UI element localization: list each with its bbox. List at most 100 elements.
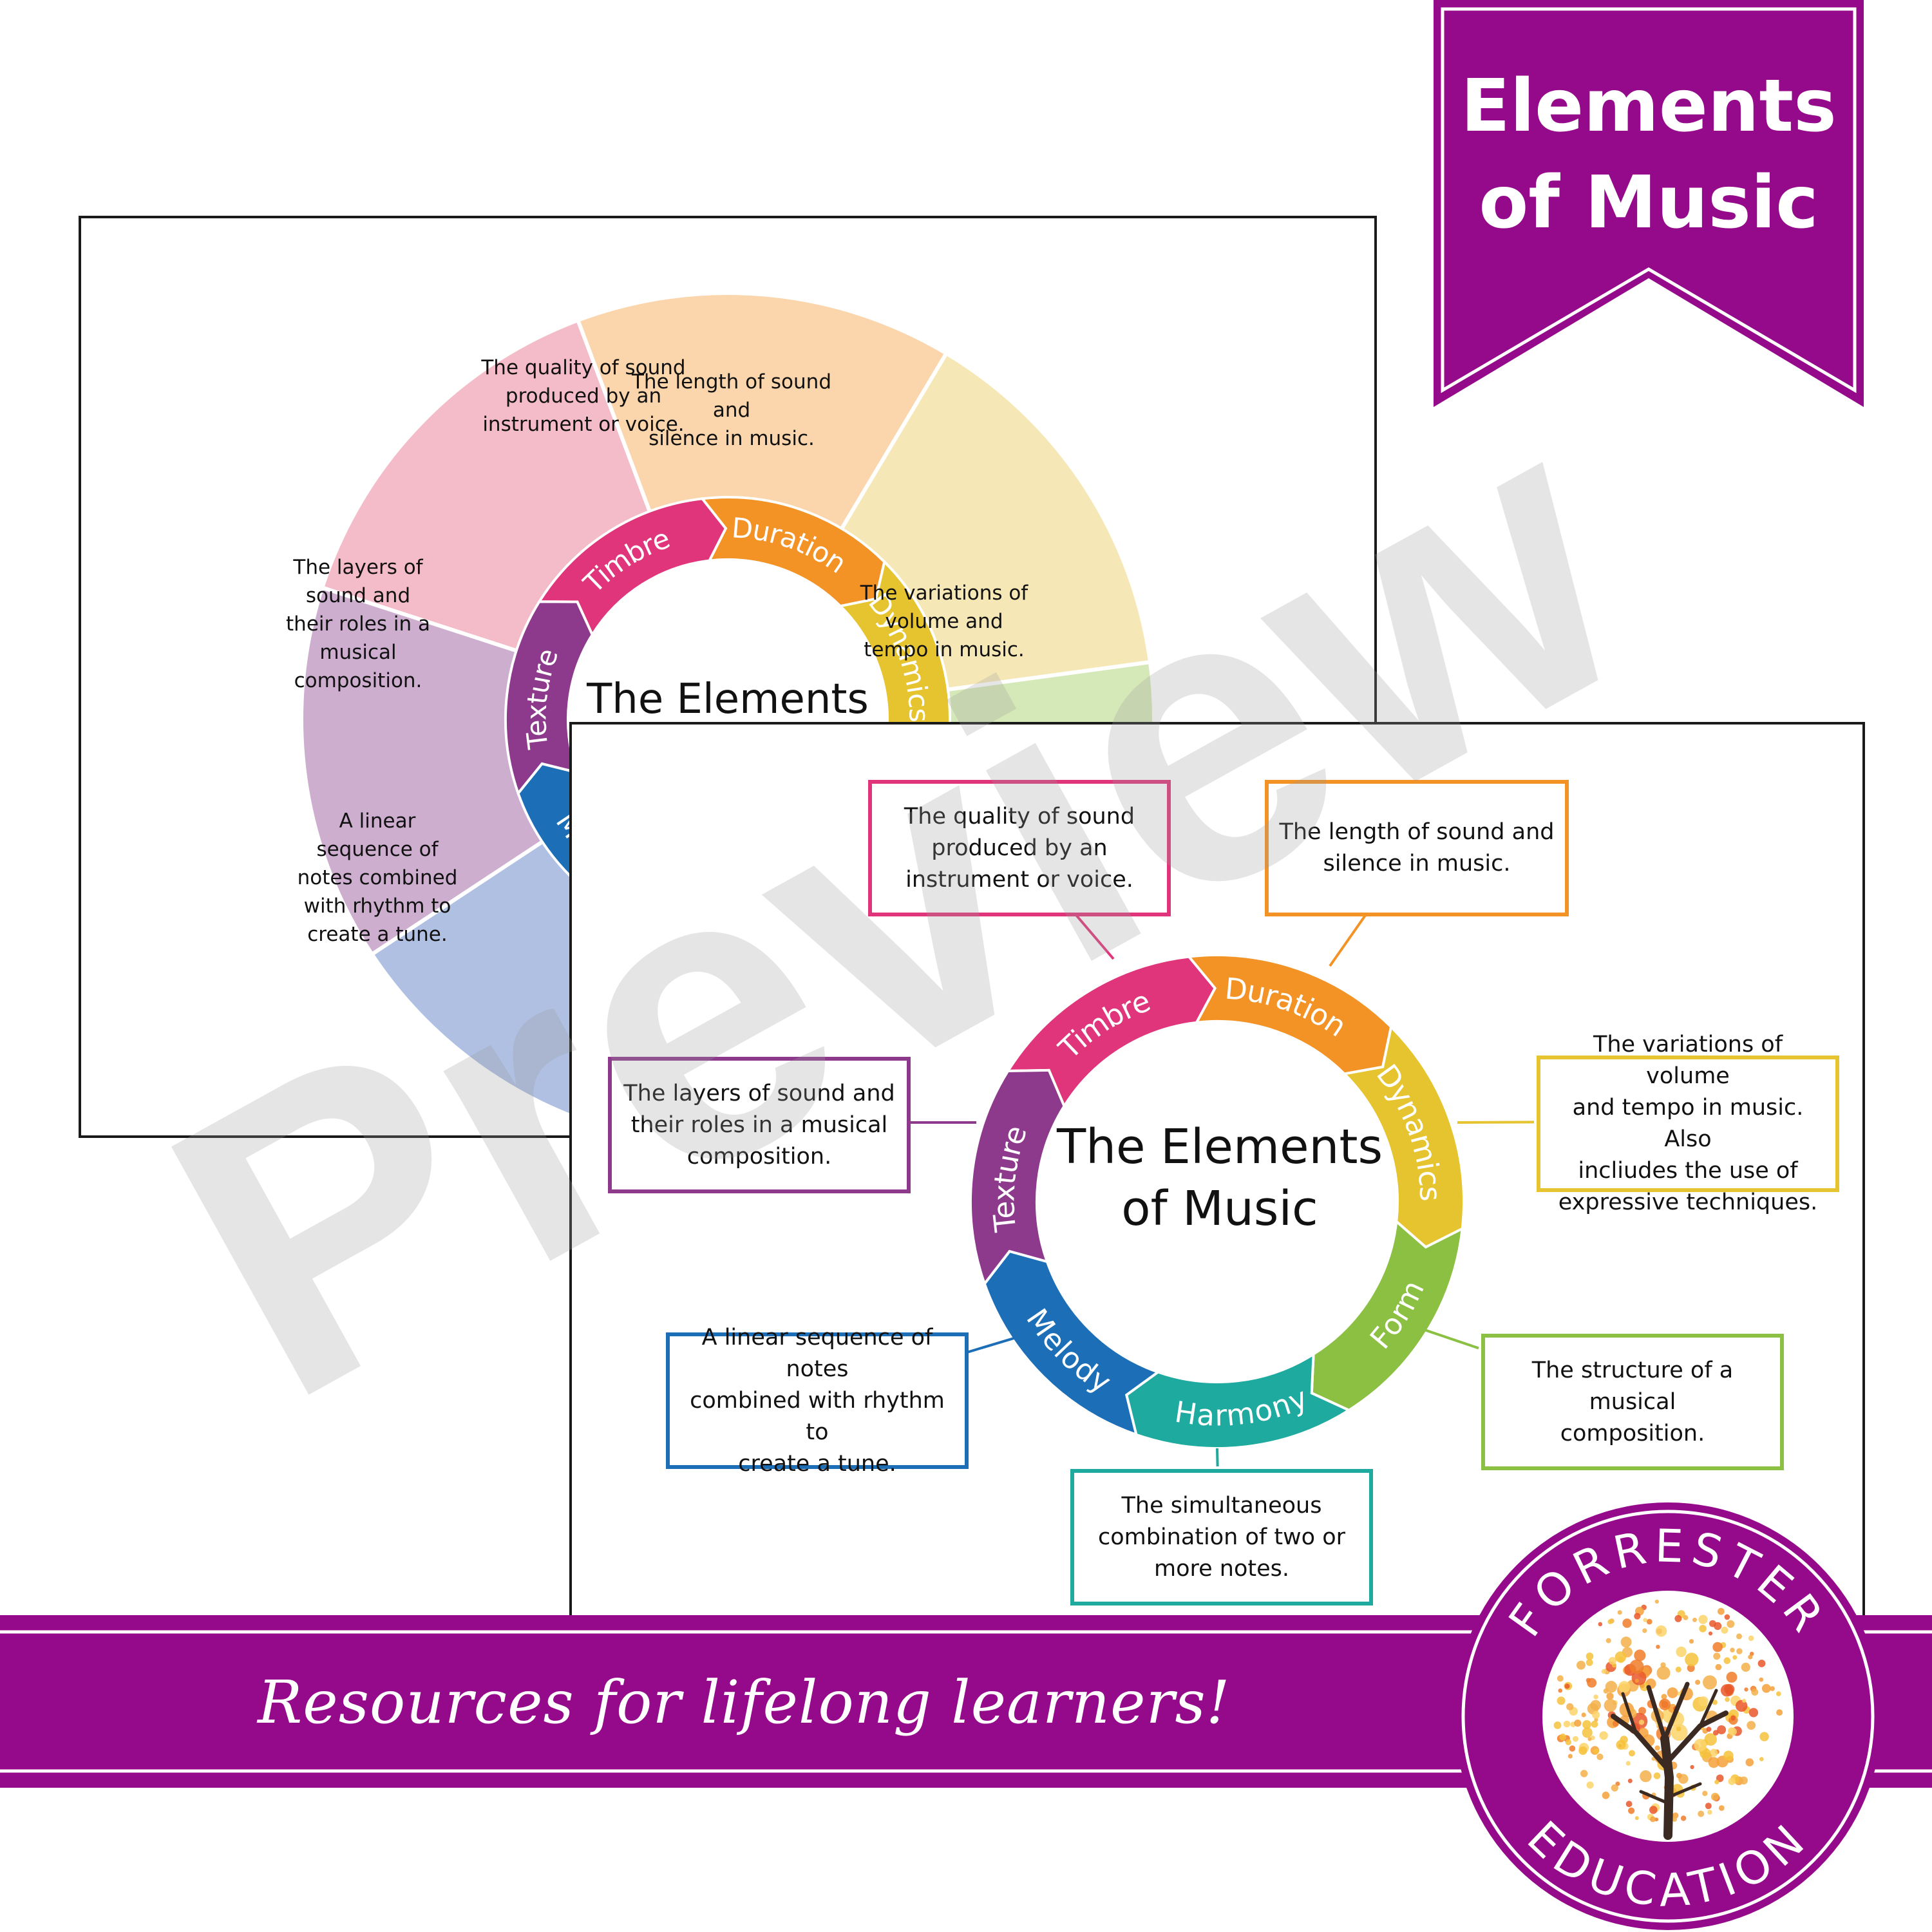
logo-dot bbox=[1629, 1723, 1640, 1734]
logo-dot bbox=[1656, 1726, 1671, 1741]
description-line: create a tune. bbox=[738, 1450, 896, 1477]
connector-form bbox=[1424, 1329, 1479, 1350]
logo-dot bbox=[1661, 1694, 1667, 1700]
logo-dot bbox=[1647, 1814, 1654, 1821]
back-description-line: musical bbox=[319, 641, 397, 664]
logo-dot bbox=[1590, 1746, 1600, 1755]
logo-dot bbox=[1743, 1706, 1750, 1714]
back-description-line: The quality of sound bbox=[481, 356, 686, 379]
logo-dot bbox=[1671, 1723, 1688, 1741]
logo-dot bbox=[1732, 1726, 1742, 1736]
logo-dot bbox=[1698, 1810, 1705, 1817]
logo-dot bbox=[1573, 1736, 1578, 1742]
logo-dot bbox=[1751, 1689, 1759, 1696]
logo-dot bbox=[1587, 1737, 1592, 1741]
logo-dot bbox=[1574, 1719, 1582, 1727]
back-description-line: The variations of bbox=[860, 582, 1028, 605]
logo-dot bbox=[1668, 1703, 1678, 1713]
description-line: The quality of sound bbox=[904, 803, 1135, 829]
logo-dot bbox=[1596, 1753, 1604, 1761]
svg-text:EDUCATION: EDUCATION bbox=[1517, 1811, 1819, 1917]
connector-timbre bbox=[1074, 913, 1115, 960]
logo-dot bbox=[1672, 1812, 1679, 1819]
logo-dot bbox=[1723, 1750, 1734, 1761]
logo-dot bbox=[1701, 1752, 1712, 1763]
logo-dot bbox=[1725, 1688, 1734, 1696]
logo-dot bbox=[1656, 1723, 1662, 1729]
logo-dot bbox=[1625, 1761, 1631, 1766]
connector-melody bbox=[965, 1334, 1025, 1354]
logo-dot bbox=[1653, 1772, 1661, 1779]
description-line: instrument or voice. bbox=[905, 866, 1133, 893]
logo-dot bbox=[1709, 1748, 1718, 1757]
logo-dot bbox=[1662, 1706, 1680, 1724]
logo-dot bbox=[1654, 1745, 1660, 1751]
logo-dot bbox=[1613, 1700, 1618, 1705]
back-description-line: composition. bbox=[294, 669, 422, 692]
logo-dot bbox=[1677, 1691, 1682, 1696]
logo-dot bbox=[1593, 1748, 1599, 1754]
logo-dot bbox=[1594, 1718, 1598, 1722]
logo-dot bbox=[1744, 1687, 1748, 1692]
logo-dot bbox=[1728, 1727, 1735, 1735]
back-description-line: The length of sound and bbox=[632, 370, 831, 422]
description-line: A linear sequence of notes bbox=[701, 1324, 933, 1382]
logo-dot bbox=[1557, 1696, 1566, 1705]
logo-dot bbox=[1611, 1784, 1618, 1792]
logo-dot bbox=[1690, 1785, 1696, 1791]
description-line: The layers of sound and bbox=[623, 1080, 895, 1106]
logo-dot bbox=[1663, 1785, 1669, 1790]
logo-dot bbox=[1671, 1784, 1683, 1795]
logo-dot bbox=[1710, 1792, 1719, 1801]
logo-dot bbox=[1627, 1708, 1637, 1719]
logo-dot bbox=[1620, 1715, 1630, 1725]
logo-dot bbox=[1676, 1789, 1685, 1798]
description-box-texture: The layers of sound and their roles in a … bbox=[608, 1057, 911, 1193]
logo-dot bbox=[1603, 1688, 1609, 1694]
logo-dot bbox=[1667, 1687, 1678, 1698]
logo-dot bbox=[1567, 1754, 1573, 1759]
logo-dot bbox=[1776, 1691, 1781, 1696]
front-center bbox=[1038, 1023, 1396, 1381]
logo-dot bbox=[1660, 1700, 1665, 1704]
logo-dot bbox=[1620, 1736, 1628, 1744]
logo-dot bbox=[1621, 1743, 1629, 1750]
logo-dot bbox=[1557, 1734, 1565, 1743]
logo-dot bbox=[1569, 1745, 1576, 1752]
logo-dot bbox=[1657, 1758, 1669, 1770]
logo-dot bbox=[1712, 1700, 1718, 1705]
logo-dot bbox=[1642, 1792, 1650, 1800]
back-description-line: tempo in music. bbox=[864, 638, 1025, 661]
logo-dot bbox=[1678, 1774, 1689, 1784]
description-line: their roles in a musical bbox=[630, 1112, 888, 1138]
logo-dot bbox=[1607, 1716, 1619, 1728]
logo-dot bbox=[1672, 1817, 1677, 1822]
logo-dot bbox=[1676, 1772, 1682, 1779]
tree-icon bbox=[1611, 1681, 1728, 1840]
logo-dot bbox=[1563, 1735, 1570, 1742]
logo-dot bbox=[1747, 1721, 1756, 1730]
logo-dot bbox=[1591, 1720, 1598, 1728]
description-line: combination of two or bbox=[1097, 1524, 1346, 1550]
description-line: expressive techniques. bbox=[1558, 1189, 1818, 1215]
description-line: composition. bbox=[687, 1143, 832, 1170]
description-line: The structure of a musical bbox=[1531, 1357, 1734, 1415]
back-description-line: sound and bbox=[305, 584, 411, 607]
logo-dot bbox=[1725, 1712, 1736, 1723]
logo-dot bbox=[1717, 1725, 1727, 1734]
logo-dot bbox=[1676, 1726, 1681, 1732]
logo-dot bbox=[1625, 1801, 1633, 1808]
logo-dot bbox=[1570, 1721, 1576, 1727]
description-line: composition. bbox=[1560, 1420, 1705, 1446]
logo-dot bbox=[1727, 1733, 1733, 1739]
description-line: silence in music. bbox=[1323, 851, 1511, 876]
logo-dot bbox=[1569, 1707, 1578, 1716]
logo-dot bbox=[1654, 1750, 1668, 1765]
logo-dot bbox=[1587, 1703, 1599, 1715]
logo-dot bbox=[1642, 1734, 1655, 1747]
